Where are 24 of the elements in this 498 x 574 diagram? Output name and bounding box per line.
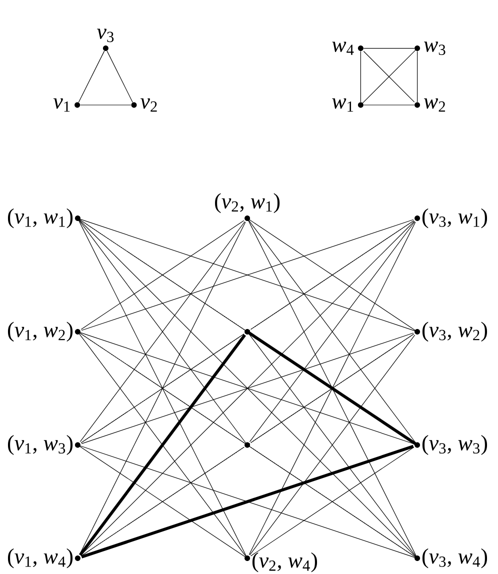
vertex-label: (v$_{1}$, w$_{4}$): [8, 548, 73, 568]
graph-edge: [363, 48, 415, 49]
vertex-label: (v$_{1}$, w$_{2}$): [8, 322, 73, 342]
vertex-label: w$_{1}$: [332, 98, 354, 112]
vertex-label: v$_{3}$: [97, 28, 114, 42]
vertex-label: (v$_{3}$, w$_{2}$): [422, 322, 488, 342]
vertex-label: v$_{2}$: [140, 98, 157, 112]
graph-edge: [80, 104, 132, 106]
graph-edge: [360, 50, 361, 102]
vertex-label: (v$_{3}$, w$_{4}$): [422, 548, 488, 568]
vertex-label: v$_{1}$: [53, 98, 70, 112]
graph-edge: [363, 104, 415, 106]
vertex-label: (v$_{2}$, w$_{4}$): [252, 552, 318, 572]
graph-edge: [78, 50, 105, 103]
graph-edge: [106, 50, 133, 103]
vertex-label: w$_{2}$: [424, 98, 446, 112]
vertex-label: (v$_{1}$, w$_{1}$): [8, 208, 73, 228]
vertex-label: (v$_{3}$, w$_{3}$): [422, 435, 488, 455]
vertex-label: (v$_{3}$, w$_{1}$): [422, 208, 488, 228]
vertex-label: (v$_{1}$, w$_{3}$): [8, 435, 73, 455]
graph-edge: [417, 50, 418, 102]
vertex-label: (v$_{2}$, w$_{1}$): [215, 193, 280, 214]
vertex-label: w$_{4}$: [332, 42, 354, 55]
vertex-label: w$_{3}$: [424, 42, 446, 55]
